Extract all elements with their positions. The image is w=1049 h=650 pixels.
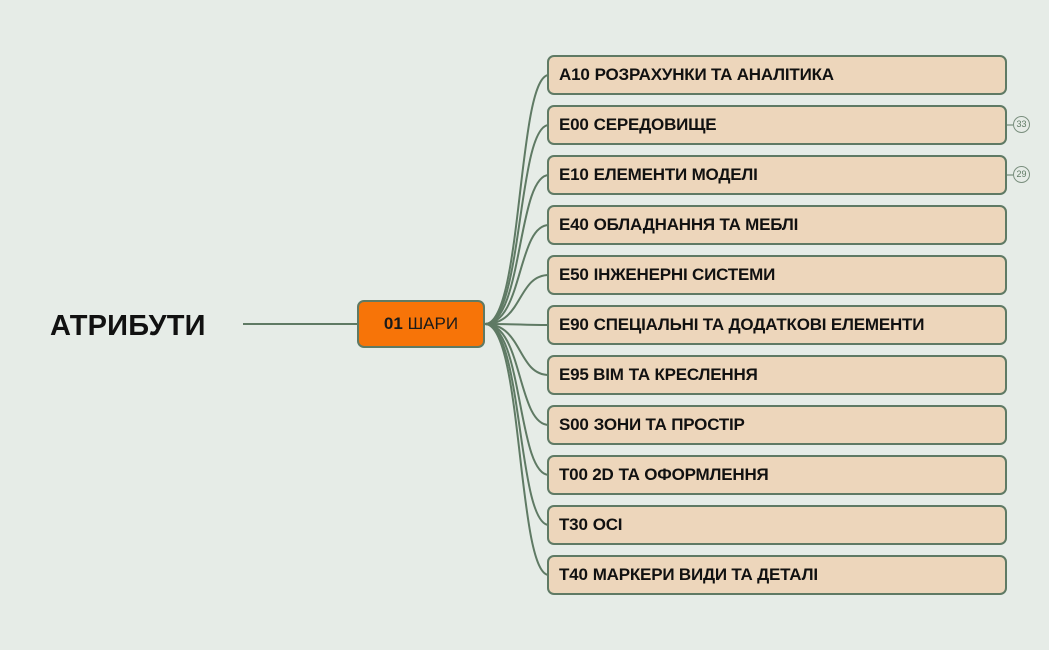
hub-to-branch-connector [484, 323, 550, 576]
branch-label: РОЗРАХУНКИ ТА АНАЛІТИКА [594, 65, 834, 84]
branch-code: E90 [559, 315, 589, 334]
hub-to-branch-connector [484, 323, 550, 376]
branch-code: E00 [559, 115, 589, 134]
hub-to-branch-connector [484, 74, 550, 325]
branch-label: МАРКЕРИ ВИДИ ТА ДЕТАЛІ [592, 565, 818, 584]
branch-code: A10 [559, 65, 590, 84]
branch-label: ТА КРЕСЛЕННЯ [628, 365, 758, 384]
hub-to-branch-connector [484, 224, 550, 325]
collapsed-children-count-badge[interactable]: 33 [1013, 116, 1030, 133]
collapsed-children-count-badge[interactable]: 29 [1013, 166, 1030, 183]
hub-to-branch-connector [484, 323, 550, 526]
branch-code: T00 2D [559, 465, 614, 484]
branch-code: E10 [559, 165, 589, 184]
branch-label: ІНЖЕНЕРНІ СИСТЕМИ [593, 265, 776, 284]
hub-to-branch-connector [484, 323, 550, 426]
branch-label: ЕЛЕМЕНТИ МОДЕЛІ [593, 165, 758, 184]
branch-label: ОСІ [592, 515, 623, 534]
hub-to-branch-connector [484, 323, 550, 326]
branch-label: СПЕЦІАЛЬНІ ТА ДОДАТКОВІ ЕЛЕМЕНТИ [593, 315, 925, 334]
branch-label: ТА ОФОРМЛЕННЯ [618, 465, 769, 484]
branch-code: T40 [559, 565, 588, 584]
hub-node-label: ШАРИ [407, 314, 459, 333]
hub-to-branch-connector [484, 323, 550, 476]
branch-label: СЕРЕДОВИЩЕ [593, 115, 717, 134]
root-node-title[interactable]: АТРИБУТИ [50, 310, 206, 342]
branch-code: E40 [559, 215, 589, 234]
hub-to-branch-connector [484, 124, 550, 325]
hub-to-branch-connector [484, 174, 550, 325]
hub-node-layers[interactable]: 01 ШАРИ [357, 300, 485, 348]
branch-code: E50 [559, 265, 589, 284]
branch-label: ОБЛАДНАННЯ ТА МЕБЛІ [593, 215, 799, 234]
branch-code: S00 [559, 415, 589, 434]
branch-label: ЗОНИ ТА ПРОСТІР [593, 415, 745, 434]
hub-to-branch-connector [484, 274, 550, 325]
branch-code: E95 BIM [559, 365, 624, 384]
hub-node-code: 01 [383, 314, 403, 333]
branch-code: T30 [559, 515, 588, 534]
